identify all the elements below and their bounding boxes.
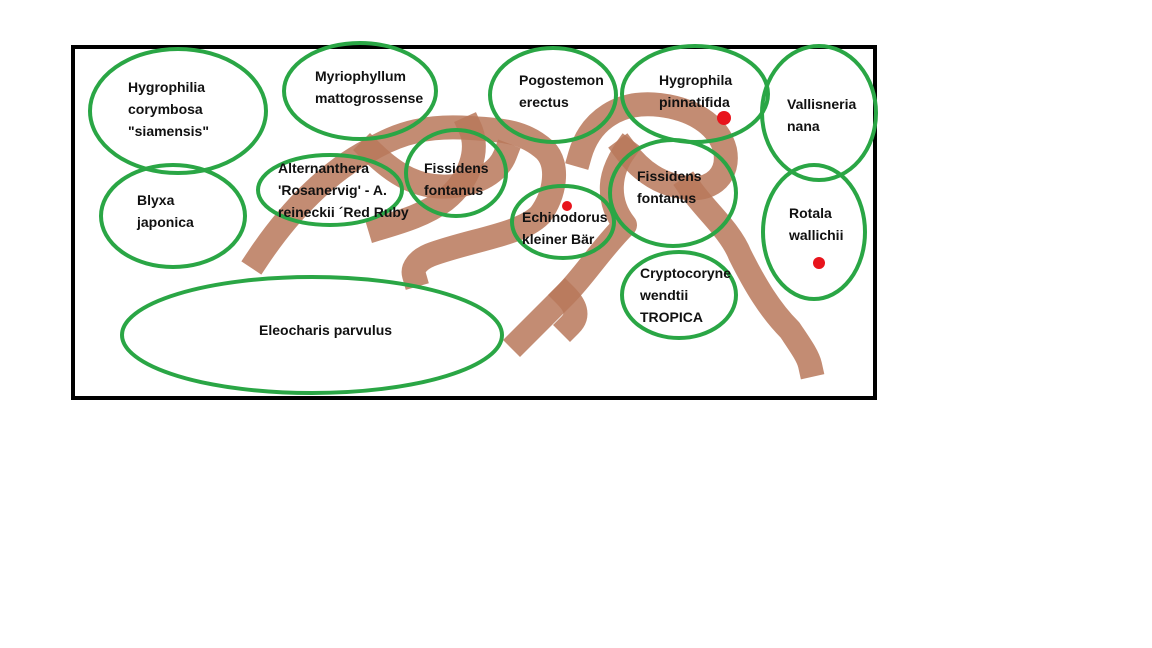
label-eleocharis: Eleocharis parvulus xyxy=(259,322,393,338)
label-alternanthera: Alternanthera 'Rosanervig' - A. reinecki… xyxy=(278,160,409,220)
label-blyxa: Blyxa japonica xyxy=(137,192,194,230)
red-dot xyxy=(717,111,731,125)
zone-pogostemon xyxy=(488,46,618,144)
label-myriophyllum: Myriophyllum mattogrossense xyxy=(315,68,424,106)
zone-fissidens-right xyxy=(608,138,738,248)
label-fissidens-right: Fissidens fontanus xyxy=(637,168,702,206)
zone-myriophyllum xyxy=(282,41,438,141)
zone-hygrophilia-corymbosa xyxy=(88,47,268,175)
red-dot xyxy=(813,257,825,269)
label-hygrophilia-corymbosa: Hygrophilia corymbosa "siamensis" xyxy=(128,79,209,139)
zone-cryptocoryne xyxy=(620,250,738,340)
label-cryptocoryne: Cryptocoryne wendtii TROPICA xyxy=(640,265,732,325)
zone-vallisneria xyxy=(760,44,878,182)
zone-eleocharis xyxy=(120,275,504,395)
label-echinodorus: Echinodorus kleiner Bär xyxy=(522,209,608,247)
red-dot xyxy=(562,201,572,211)
plant-zones xyxy=(88,41,878,395)
zone-rotala xyxy=(761,163,867,301)
label-pogostemon: Pogostemon erectus xyxy=(519,72,604,110)
zone-fissidens-left xyxy=(404,128,508,218)
zone-echinodorus xyxy=(510,184,616,260)
tank-outline xyxy=(71,45,877,400)
zone-blyxa xyxy=(99,163,247,269)
label-rotala: Rotala wallichii xyxy=(789,205,844,243)
label-hygrophila-pinnatifida: Hygrophila pinnatifida xyxy=(659,72,733,110)
red-markers xyxy=(562,111,825,269)
label-vallisneria: Vallisneria nana xyxy=(787,96,857,134)
zone-alternanthera xyxy=(256,153,404,227)
label-fissidens-left: Fissidens fontanus xyxy=(424,160,489,198)
